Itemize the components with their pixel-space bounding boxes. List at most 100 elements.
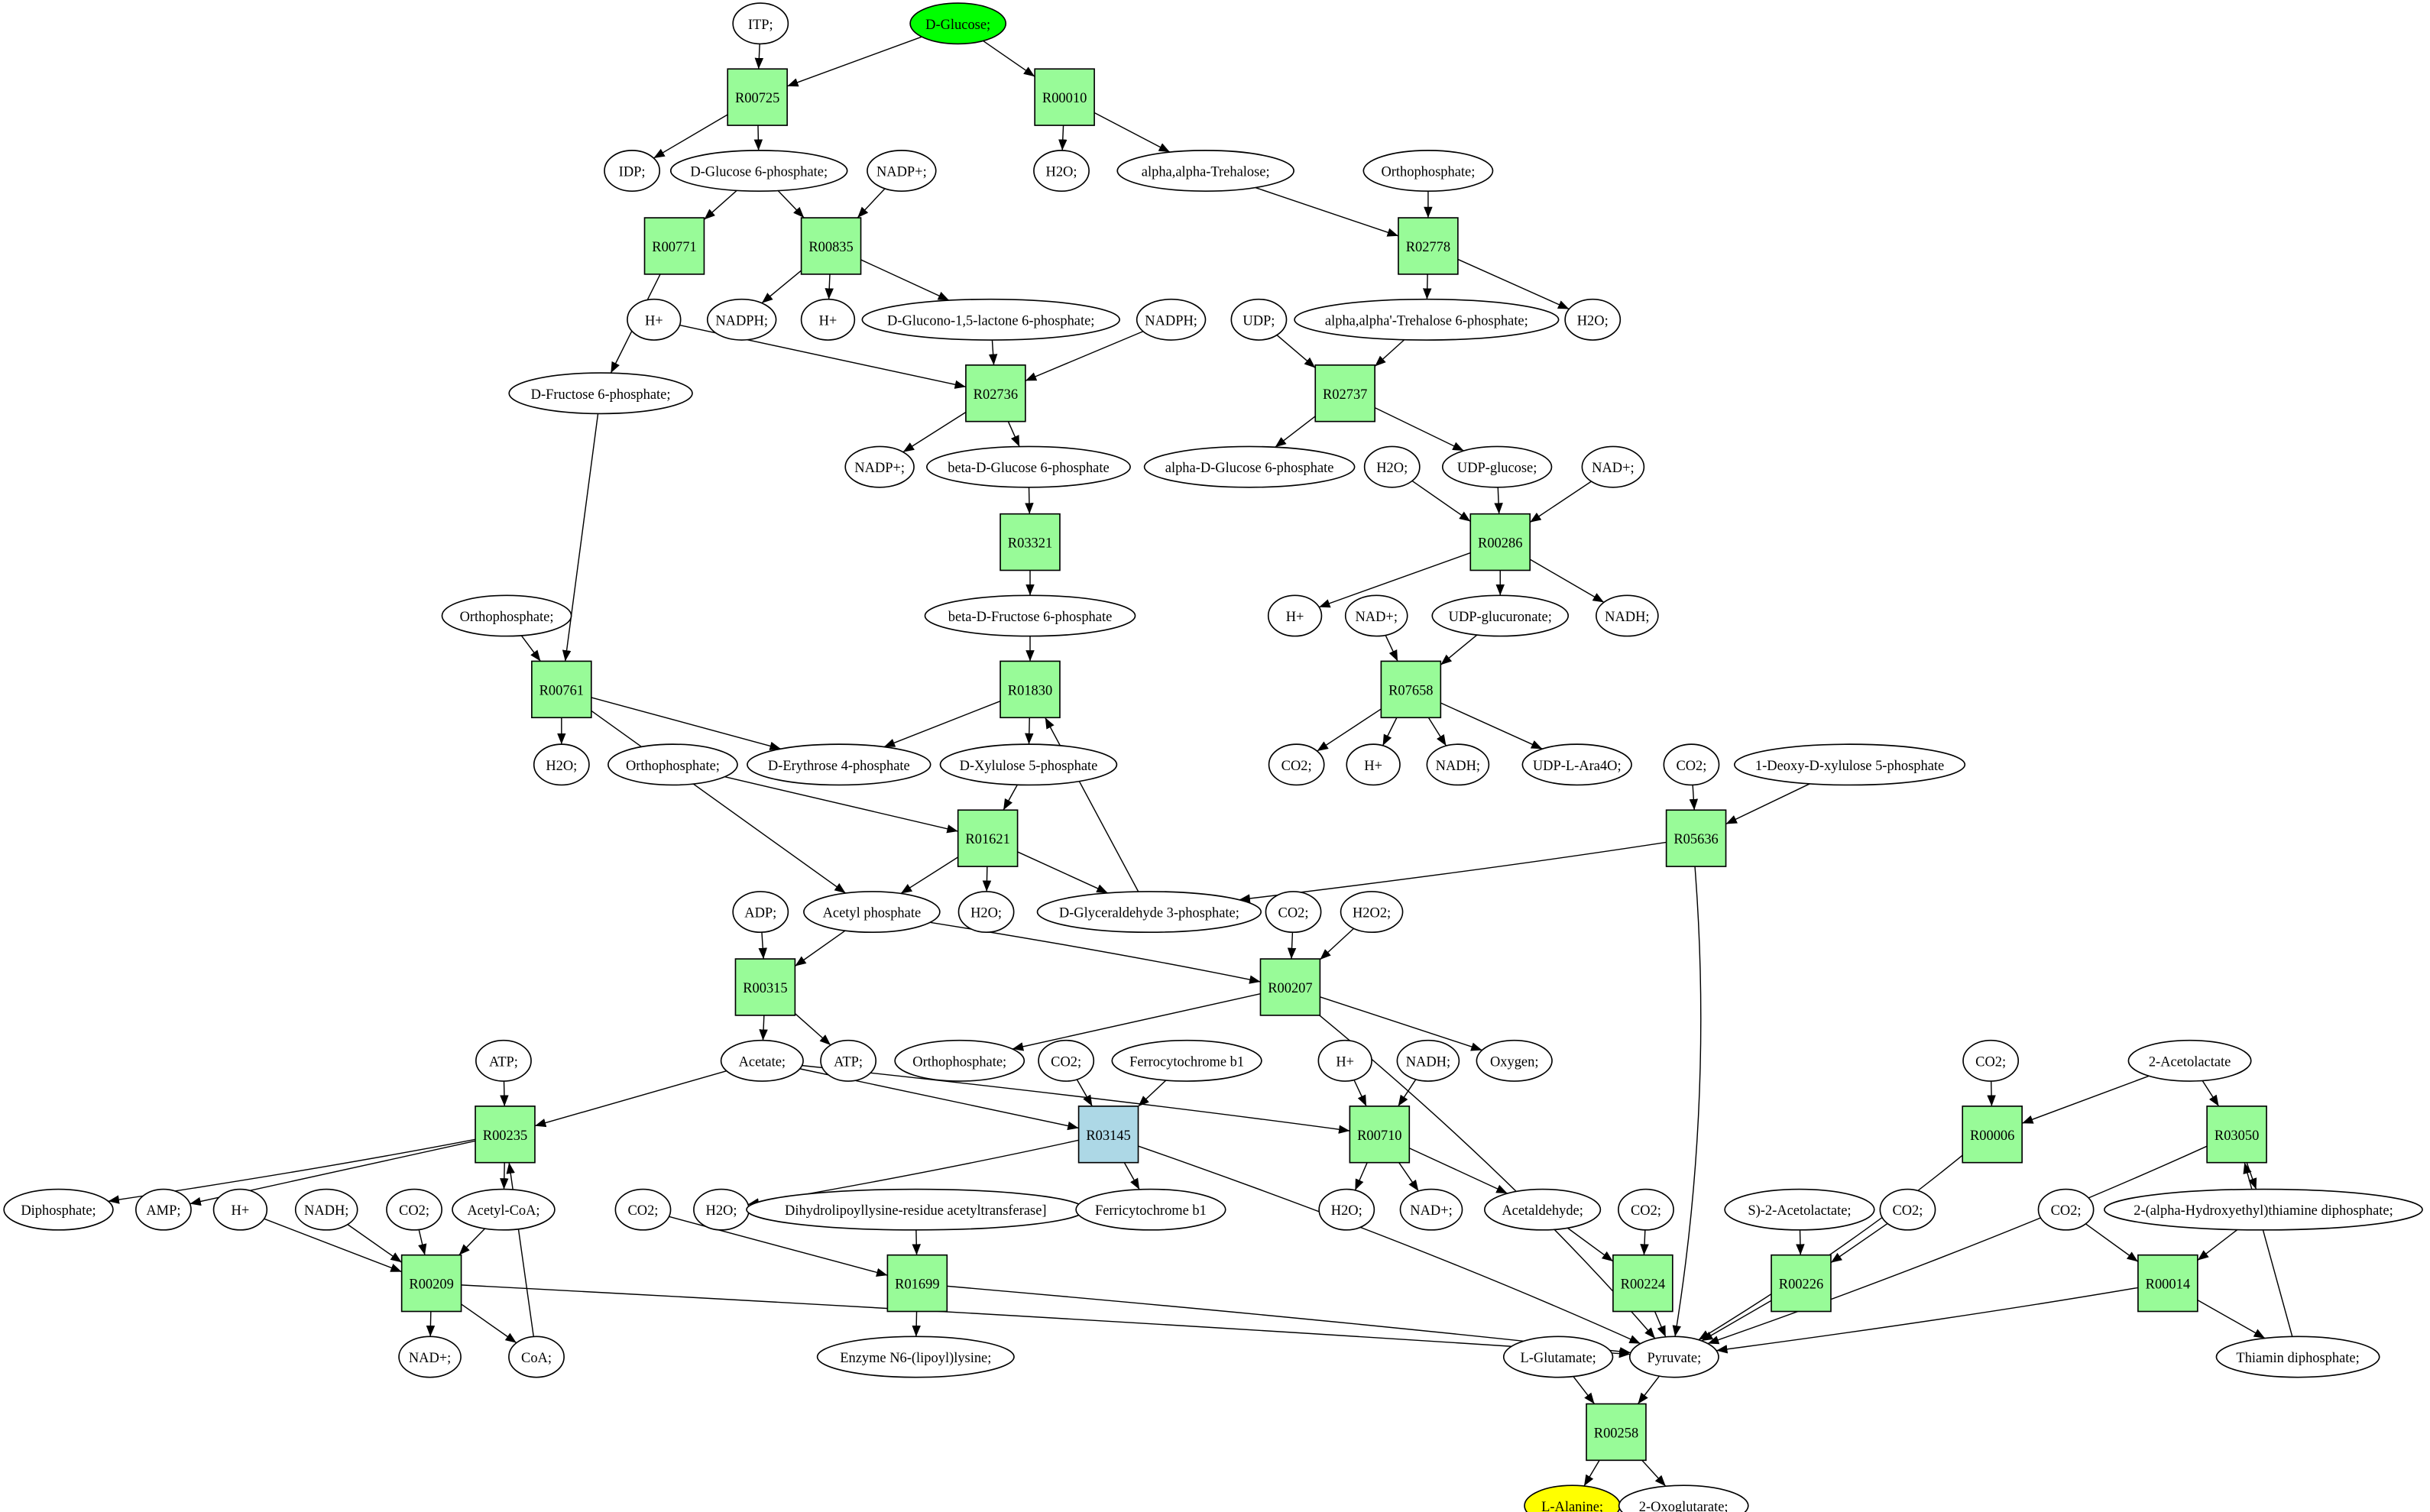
compound-node[interactable]: H2O2; xyxy=(1340,891,1404,934)
compound-node[interactable]: CO2; xyxy=(1962,1039,2020,1082)
compound-node[interactable]: Dihydrolipoyllysine-residue acetyltransf… xyxy=(746,1188,1086,1231)
compound-node[interactable]: H2O; xyxy=(693,1188,750,1231)
reaction-node[interactable]: R00006 xyxy=(1962,1106,2023,1164)
compound-node[interactable]: Acetyl phosphate xyxy=(803,891,941,934)
compound-node[interactable]: alpha-D-Glucose 6-phosphate xyxy=(1143,445,1356,488)
reaction-node[interactable]: R07658 xyxy=(1380,660,1442,719)
reaction-node[interactable]: R00235 xyxy=(475,1106,536,1164)
reaction-node[interactable]: R00315 xyxy=(734,958,796,1016)
compound-node[interactable]: H+ xyxy=(212,1188,268,1231)
reaction-node[interactable]: R00014 xyxy=(2137,1254,2198,1313)
reaction-node[interactable]: R00710 xyxy=(1349,1106,1411,1164)
compound-node[interactable]: Pyruvate; xyxy=(1628,1336,1719,1378)
compound-node[interactable]: Thiamin diphosphate; xyxy=(2215,1336,2380,1378)
reaction-node[interactable]: R00771 xyxy=(643,217,705,275)
reaction-node[interactable]: R00258 xyxy=(1586,1403,1647,1462)
compound-node[interactable]: NAD+; xyxy=(1344,594,1408,637)
compound-node[interactable]: 2-Oxoglutarate; xyxy=(1618,1484,1749,1512)
compound-node[interactable]: NAD+; xyxy=(1581,445,1645,488)
reaction-node[interactable]: R00010 xyxy=(1034,68,1095,126)
reaction-node[interactable]: R02737 xyxy=(1314,364,1375,423)
compound-node[interactable]: H2O; xyxy=(1564,298,1622,341)
compound-node[interactable]: beta-D-Glucose 6-phosphate xyxy=(926,445,1131,488)
compound-node[interactable]: CO2; xyxy=(1879,1188,1936,1231)
compound-node[interactable]: D-Glucose; xyxy=(909,2,1007,45)
compound-node[interactable]: H2O; xyxy=(533,743,590,786)
compound-node[interactable]: 2-Acetolactate xyxy=(2127,1039,2252,1082)
compound-node[interactable]: IDP; xyxy=(604,150,661,193)
compound-node[interactable]: CO2; xyxy=(386,1188,442,1231)
compound-node[interactable]: alpha,alpha-Trehalose; xyxy=(1116,150,1294,193)
reaction-node[interactable]: R01699 xyxy=(886,1254,948,1313)
compound-node[interactable]: 2-(alpha-Hydroxyethyl)thiamine diphospha… xyxy=(2104,1188,2423,1231)
compound-node[interactable]: NADPH; xyxy=(706,298,777,341)
compound-node[interactable]: beta-D-Fructose 6-phosphate xyxy=(924,594,1136,637)
compound-node[interactable]: D-Glucono-1,5-lactone 6-phosphate; xyxy=(861,298,1120,341)
reaction-node[interactable]: R05636 xyxy=(1665,809,1727,867)
compound-node[interactable]: CO2; xyxy=(1663,743,1720,786)
reaction-node[interactable]: R03321 xyxy=(1000,513,1061,571)
compound-node[interactable]: H+ xyxy=(1346,743,1401,786)
compound-node[interactable]: UDP-glucuronate; xyxy=(1431,594,1570,637)
compound-node[interactable]: D-Glucose 6-phosphate; xyxy=(669,150,848,193)
reaction-node[interactable]: R00725 xyxy=(727,68,788,126)
compound-node[interactable]: NADP+; xyxy=(844,445,915,488)
compound-node[interactable]: NAD+; xyxy=(1399,1188,1463,1231)
compound-node[interactable]: H2O; xyxy=(1033,150,1090,193)
compound-node[interactable]: CO2; xyxy=(1265,891,1322,934)
compound-node[interactable]: Orthophosphate; xyxy=(608,743,738,786)
compound-node[interactable]: ADP; xyxy=(732,891,789,934)
compound-node[interactable]: CO2; xyxy=(1618,1188,1674,1231)
compound-node[interactable]: CO2; xyxy=(2037,1188,2095,1231)
reaction-node[interactable]: R01830 xyxy=(1000,660,1061,719)
compound-node[interactable]: Orthophosphate; xyxy=(894,1039,1025,1082)
compound-node[interactable]: S)-2-Acetolactate; xyxy=(1724,1188,1875,1231)
compound-node[interactable]: Diphosphate; xyxy=(3,1188,114,1231)
compound-node[interactable]: Ferricytochrome b1 xyxy=(1075,1188,1226,1231)
reaction-node[interactable]: R00207 xyxy=(1259,958,1321,1016)
compound-node[interactable]: NADH; xyxy=(1426,743,1490,786)
compound-node[interactable]: CO2; xyxy=(1268,743,1325,786)
compound-node[interactable]: AMP; xyxy=(135,1188,192,1231)
compound-node[interactable]: UDP; xyxy=(1230,298,1288,341)
reaction-node[interactable]: R00761 xyxy=(531,660,592,719)
compound-node[interactable]: D-Erythrose 4-phosphate xyxy=(747,743,932,786)
compound-node[interactable]: Oxygen; xyxy=(1476,1039,1553,1082)
reaction-node[interactable]: R02778 xyxy=(1398,217,1459,275)
compound-node[interactable]: NAD+; xyxy=(398,1336,462,1378)
compound-node[interactable]: NADH; xyxy=(1596,594,1659,637)
compound-node[interactable]: NADH; xyxy=(1396,1039,1460,1082)
compound-node[interactable]: L-Alanine; xyxy=(1524,1484,1621,1512)
reaction-node[interactable]: R00209 xyxy=(400,1254,462,1313)
reaction-node[interactable]: R03050 xyxy=(2206,1106,2267,1164)
compound-node[interactable]: H+ xyxy=(627,298,682,341)
compound-node[interactable]: 1-Deoxy-D-xylulose 5-phosphate xyxy=(1734,743,1966,786)
compound-node[interactable]: H2O; xyxy=(957,891,1015,934)
reaction-node[interactable]: R02736 xyxy=(965,364,1026,423)
compound-node[interactable]: UDP-glucose; xyxy=(1441,445,1553,488)
compound-node[interactable]: D-Glyceraldehyde 3-phosphate; xyxy=(1036,891,1262,934)
compound-node[interactable]: L-Glutamate; xyxy=(1502,1336,1614,1378)
reaction-node[interactable]: R00224 xyxy=(1612,1254,1673,1313)
compound-node[interactable]: H+ xyxy=(1317,1039,1372,1082)
compound-node[interactable]: alpha,alpha'-Trehalose 6-phosphate; xyxy=(1294,298,1560,341)
compound-node[interactable]: Orthophosphate; xyxy=(1362,150,1494,193)
compound-node[interactable]: UDP-L-Ara4O; xyxy=(1521,743,1632,786)
reaction-node[interactable]: R01621 xyxy=(957,809,1019,867)
compound-node[interactable]: H+ xyxy=(800,298,856,341)
reaction-node[interactable]: R00835 xyxy=(800,217,862,275)
compound-node[interactable]: CoA; xyxy=(508,1336,565,1378)
compound-node[interactable]: ATP; xyxy=(820,1039,877,1082)
reaction-node[interactable]: R00286 xyxy=(1469,513,1531,571)
compound-node[interactable]: NADPH; xyxy=(1136,298,1207,341)
compound-node[interactable]: D-Fructose 6-phosphate; xyxy=(508,372,693,415)
compound-node[interactable]: H2O; xyxy=(1318,1188,1375,1231)
compound-node[interactable]: NADH; xyxy=(294,1188,358,1231)
compound-node[interactable]: NADP+; xyxy=(867,150,937,193)
compound-node[interactable]: CO2; xyxy=(1038,1039,1095,1082)
reaction-node[interactable]: R00226 xyxy=(1771,1254,1832,1313)
compound-node[interactable]: ITP; xyxy=(732,2,789,45)
compound-node[interactable]: Ferrocytochrome b1 xyxy=(1111,1039,1262,1082)
compound-node[interactable]: H+ xyxy=(1267,594,1323,637)
compound-node[interactable]: H2O; xyxy=(1363,445,1421,488)
